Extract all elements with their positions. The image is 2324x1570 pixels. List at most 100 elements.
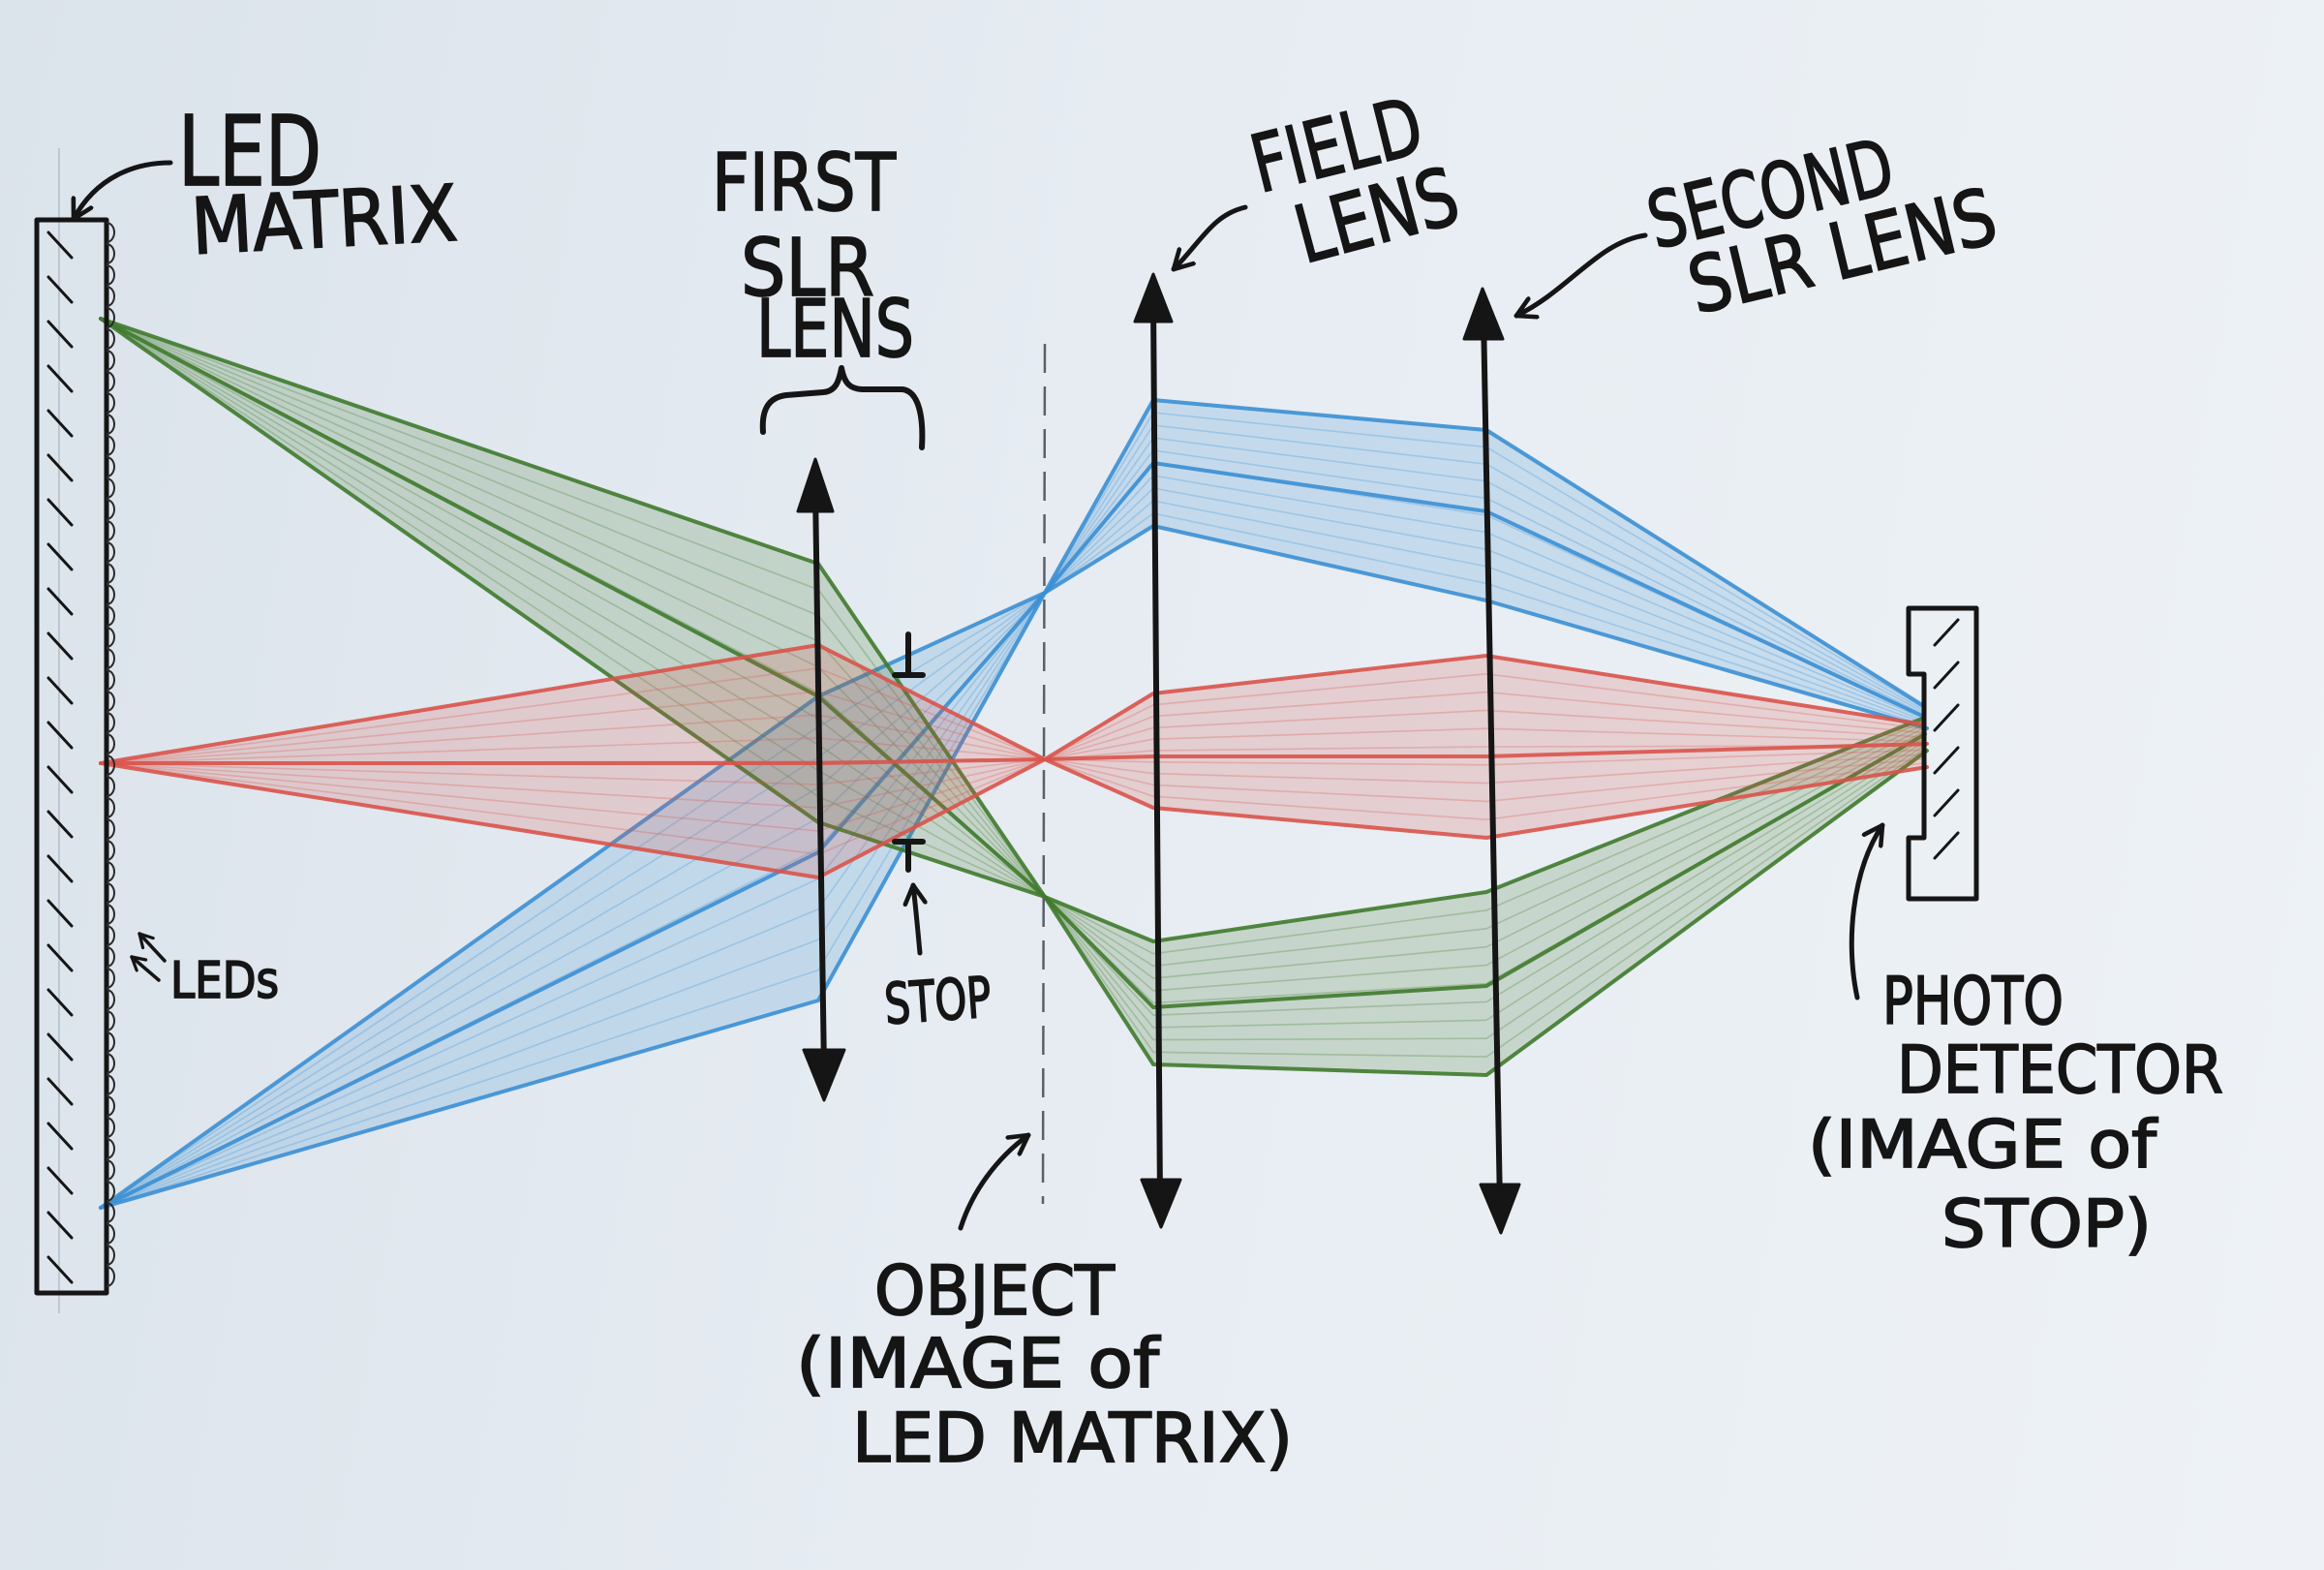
object-plane <box>1041 343 1047 1205</box>
green-light-beam <box>99 317 1929 1077</box>
green-beam-shading <box>100 318 1924 968</box>
led <box>106 243 115 264</box>
first-lens-axis <box>812 486 827 1073</box>
red-beam-shading <box>100 667 1927 821</box>
red-beam-shading <box>100 714 1927 785</box>
led-matrix-hatch-stroke <box>46 587 74 616</box>
led <box>106 1245 115 1266</box>
photo-detector-hatch-stroke <box>1933 746 1960 775</box>
photo-detector-hatch-stroke <box>1933 618 1960 647</box>
photo-detector-hatch-stroke <box>1933 703 1960 732</box>
label-object-line: (IMAGE of <box>796 1324 1160 1403</box>
stop-pointer-arrow <box>913 882 920 956</box>
label-object-line: OBJECT <box>874 1251 1115 1331</box>
label-stop: STOP <box>882 964 993 1037</box>
photo-detector-hatch-stroke <box>1933 661 1960 690</box>
led-matrix-hatch-stroke <box>46 364 74 393</box>
led <box>106 456 115 477</box>
label-first-slr-lens-line: LENS <box>756 284 914 376</box>
field-lens-pointer-arrow <box>1171 204 1248 272</box>
label-led-matrix-line: LED <box>178 95 321 208</box>
led <box>106 989 115 1010</box>
field-lens-top-arrowhead <box>1133 272 1174 323</box>
led <box>106 733 115 754</box>
red-light-beam <box>99 643 1929 879</box>
red-ray <box>99 654 1926 879</box>
blue-ray <box>99 398 1924 1210</box>
green-beam-shading <box>100 318 1927 1058</box>
light-rays <box>99 317 1929 1210</box>
red-ray <box>99 643 1929 840</box>
led <box>106 904 115 925</box>
led-matrix-hatch-stroke <box>46 498 74 527</box>
leds-pointer-arrow <box>138 932 167 963</box>
blue-ray <box>99 461 1926 1210</box>
led <box>106 754 115 776</box>
label-field-lens: FIELD LENS <box>1241 79 1469 283</box>
led-matrix-hatch-stroke <box>46 1255 74 1284</box>
green-beam-shading <box>100 318 1926 1029</box>
blue-beam-fill <box>101 400 1927 1208</box>
led <box>106 925 115 946</box>
led <box>106 712 115 733</box>
label-object-line: LED MATRIX) <box>852 1399 1293 1478</box>
led-matrix-hatch-stroke <box>46 1077 74 1106</box>
label-first-slr-lens: FIRST SLR LENS <box>711 137 915 377</box>
led-matrix-hatch-stroke <box>46 231 74 260</box>
second-lens-top-arrowhead <box>1462 287 1505 341</box>
led <box>106 648 115 669</box>
led <box>106 371 115 392</box>
led <box>106 286 115 307</box>
red-beam-shading <box>100 672 1925 855</box>
led-matrix-hatch-stroke <box>46 810 74 839</box>
blue-beam-shading <box>100 475 1926 1209</box>
led <box>106 392 115 414</box>
label-led-matrix-line: MATRIX <box>189 169 459 272</box>
led <box>106 776 115 797</box>
blue-beam-shading <box>100 449 1925 1209</box>
red-beam-shading <box>100 691 1925 832</box>
blue-beam-shading <box>100 437 1924 1209</box>
first-lens-bottom-arrowhead <box>802 1048 846 1102</box>
green-beam-shading <box>100 318 1925 992</box>
led <box>106 840 115 861</box>
led-matrix-hatch-stroke <box>46 453 74 482</box>
led-matrix-hatch-stroke <box>46 631 74 661</box>
led-matrix-hatch-stroke <box>46 988 74 1017</box>
led-matrix-hatch-stroke <box>46 943 74 972</box>
field-lens-bottom-arrowhead <box>1140 1178 1182 1229</box>
led <box>106 435 115 456</box>
led <box>106 1010 115 1031</box>
photo-detector-pointer-arrow <box>1849 822 1885 1000</box>
stop-bottom-blade <box>892 839 926 873</box>
label-second-slr-lens: SECOND SLR LENS <box>1638 120 2006 332</box>
led-matrix-hatch-stroke <box>46 721 74 750</box>
label-photo-detector-line: (IMAGE of <box>1808 1107 2158 1184</box>
led <box>106 1031 115 1053</box>
label-photo-detector-line: STOP) <box>1942 1186 2152 1263</box>
aperture-stop <box>892 631 926 873</box>
blue-beam-shading <box>100 512 1927 1209</box>
photo-detector-frame <box>1906 605 1979 902</box>
led <box>106 222 115 243</box>
field-lens <box>1133 272 1182 1229</box>
led <box>106 1266 115 1287</box>
green-beam-shading <box>100 318 1927 1041</box>
green-beam-fill <box>101 319 1927 1075</box>
led-matrix-hatching <box>46 231 74 1284</box>
green-beam-shading <box>100 318 1923 955</box>
led <box>106 1202 115 1223</box>
led <box>106 797 115 818</box>
blue-beam-shading <box>100 424 1924 1209</box>
led <box>106 968 115 989</box>
led-matrix-hatch-stroke <box>46 899 74 928</box>
led <box>106 818 115 840</box>
led <box>106 669 115 691</box>
led-array <box>106 222 115 1287</box>
led <box>106 691 115 712</box>
led <box>106 1223 115 1245</box>
led <box>106 307 115 328</box>
green-ray <box>99 317 1927 1009</box>
